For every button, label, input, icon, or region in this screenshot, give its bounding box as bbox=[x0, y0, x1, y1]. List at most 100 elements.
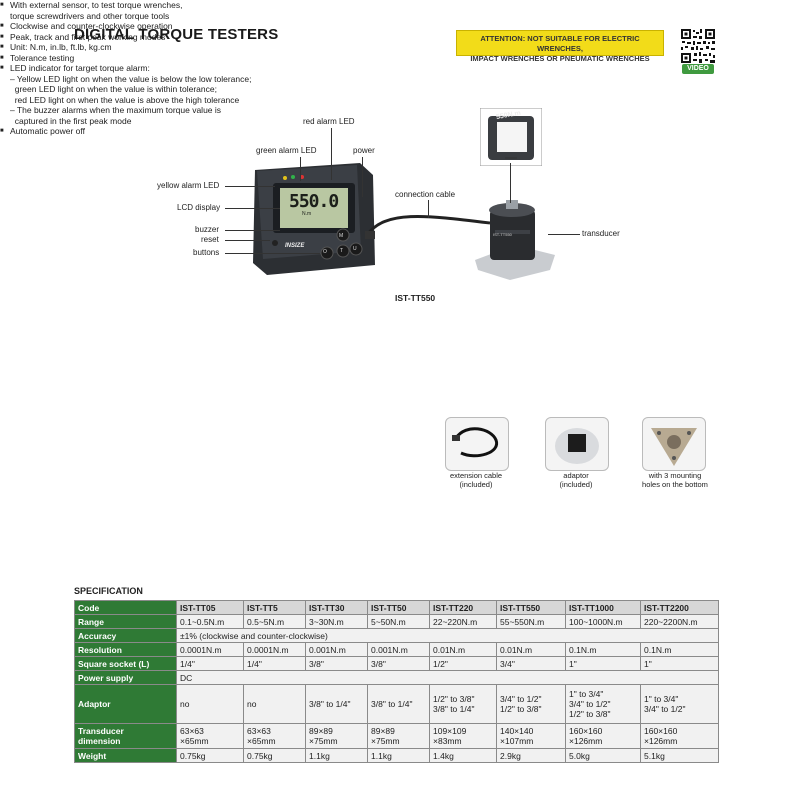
spec-cell: IST-TT220 bbox=[429, 600, 497, 615]
feature-item: With external sensor, to test torque wre… bbox=[0, 0, 320, 11]
button-label-t[interactable]: T bbox=[340, 248, 344, 254]
accessory-extension-cable-image bbox=[445, 417, 509, 471]
accessory-label-1-line1: extension cable bbox=[449, 471, 503, 480]
spec-cell-line: 140×140 bbox=[500, 726, 534, 736]
spec-cell: ±1% (clockwise and counter-clockwise) bbox=[176, 628, 719, 643]
spec-cell: 0.01N.m bbox=[496, 642, 566, 657]
accessory-label-1: extension cable (included) bbox=[440, 471, 512, 489]
spec-cell-line: ×75mm bbox=[309, 736, 338, 746]
spec-cell: 3/4" to 1/2"1/2" to 3/8" bbox=[496, 684, 566, 724]
spec-cell-line: ×83mm bbox=[433, 736, 462, 746]
spec-cell: 3/4" bbox=[496, 656, 566, 671]
spec-cell-line: ×107mm bbox=[500, 736, 534, 746]
spec-cell: 100~1000N.m bbox=[565, 614, 641, 629]
spec-cell: 0.001N.m bbox=[367, 642, 430, 657]
spec-cell: 63×63×65mm bbox=[243, 723, 306, 749]
spec-cell: 1/2" bbox=[429, 656, 497, 671]
spec-row-label: Range bbox=[74, 614, 177, 629]
callout-red-alarm-led: red alarm LED bbox=[303, 117, 355, 126]
spec-cell: 1.4kg bbox=[429, 748, 497, 763]
spec-cell: 5~50N.m bbox=[367, 614, 430, 629]
spec-cell: 5.1kg bbox=[640, 748, 719, 763]
accessory-adaptor-image bbox=[545, 417, 609, 471]
feature-item: LED indicator for target torque alarm: bbox=[0, 63, 320, 74]
feature-item: Automatic power off bbox=[0, 126, 320, 137]
spec-cell: IST-TT550 bbox=[496, 600, 566, 615]
spec-cell: 1/4" bbox=[243, 656, 306, 671]
feature-list: With external sensor, to test torque wre… bbox=[0, 0, 320, 137]
spec-cell-line: 3/8" to 1/4" bbox=[433, 704, 475, 714]
spec-cell: 0.01N.m bbox=[429, 642, 497, 657]
button-label-u[interactable]: U bbox=[353, 246, 357, 252]
spec-cell: 2.9kg bbox=[496, 748, 566, 763]
button-label-m[interactable]: M bbox=[339, 233, 344, 239]
transducer-label: IST-TT550 bbox=[493, 232, 512, 237]
callout-green-alarm-led: green alarm LED bbox=[256, 146, 317, 155]
feature-item: Tolerance testing bbox=[0, 53, 320, 64]
spec-cell-line: no bbox=[180, 699, 190, 709]
spec-cell: 0.1N.m bbox=[640, 642, 719, 657]
feature-item: green LED light on when the value is wit… bbox=[10, 84, 217, 94]
spec-cell-line: 1/2" to 3/8" bbox=[500, 704, 542, 714]
product-illustration: 550.0 N.m INSIZE O M T U IST-TT550 550N.… bbox=[150, 100, 650, 300]
spec-row-label-line: Transducer bbox=[78, 726, 124, 736]
spec-cell-line: 3/4" to 1/2" bbox=[644, 704, 686, 714]
accessory-label-3-line1: with 3 mounting bbox=[648, 471, 702, 480]
spec-cell-line: 3/4" to 1/2" bbox=[500, 694, 542, 704]
spec-title: SPECIFICATION bbox=[74, 586, 143, 596]
spec-cell: 3~30N.m bbox=[305, 614, 368, 629]
spec-cell: 3/8" bbox=[367, 656, 430, 671]
accessory-label-1-line2: (included) bbox=[459, 480, 493, 489]
spec-cell: 220~2200N.m bbox=[640, 614, 719, 629]
spec-cell: 109×109×83mm bbox=[429, 723, 497, 749]
qr-code-icon[interactable] bbox=[680, 28, 716, 64]
spec-cell: IST-TT1000 bbox=[565, 600, 641, 615]
lcd-readout: 550.0 bbox=[289, 191, 339, 212]
spec-row-label-line: dimension bbox=[78, 736, 121, 746]
spec-cell: 5.0kg bbox=[565, 748, 641, 763]
attention-banner: ATTENTION: NOT SUITABLE FOR ELECTRIC WRE… bbox=[456, 30, 664, 63]
button-label-o[interactable]: O bbox=[323, 249, 327, 255]
cable-icon bbox=[452, 427, 499, 458]
transducer bbox=[475, 200, 555, 280]
spec-cell: 0.5~5N.m bbox=[243, 614, 306, 629]
spec-row-label: Square socket (L) bbox=[74, 656, 177, 671]
feature-item: – Yellow LED light on when the value is … bbox=[10, 73, 252, 84]
spec-cell-line: 89×89 bbox=[371, 726, 395, 736]
connection-cable bbox=[365, 215, 491, 239]
callout-connection-cable: connection cable bbox=[395, 190, 456, 199]
callout-transducer: transducer bbox=[582, 229, 620, 238]
brand-logo: INSIZE bbox=[285, 243, 305, 249]
spec-row-label: Adaptor bbox=[74, 684, 177, 724]
spec-cell: 89×89×75mm bbox=[367, 723, 430, 749]
accessory-label-2: adaptor (included) bbox=[540, 471, 612, 489]
spec-cell-line: 1" to 3/4" bbox=[569, 689, 604, 699]
attention-line-2: IMPACT WRENCHES OR PNEUMATIC WRENCHES bbox=[470, 54, 650, 63]
spec-cell: 1" bbox=[640, 656, 719, 671]
spec-cell: DC bbox=[176, 670, 719, 685]
spec-cell: 0.0001N.m bbox=[243, 642, 306, 657]
spec-cell-line: 3/4" to 1/2" bbox=[569, 699, 611, 709]
spec-row: Accuracy±1% (clockwise and counter-clock… bbox=[74, 628, 719, 643]
video-badge[interactable]: VIDEO bbox=[682, 64, 714, 74]
spec-cell-line: 3/8" to 1/4" bbox=[309, 699, 351, 709]
spec-cell: 1/2" to 3/8"3/8" to 1/4" bbox=[429, 684, 497, 724]
spec-row-label: Weight bbox=[74, 748, 177, 763]
spec-cell: IST-TT2200 bbox=[640, 600, 719, 615]
spec-cell: 160×160×126mm bbox=[565, 723, 641, 749]
spec-cell: 55~550N.m bbox=[496, 614, 566, 629]
spec-cell: no bbox=[176, 684, 244, 724]
spec-cell-line: 63×63 bbox=[247, 726, 271, 736]
spec-row-label: Accuracy bbox=[74, 628, 177, 643]
spec-cell-line: ×65mm bbox=[180, 736, 209, 746]
spec-cell-line: 1" to 3/4" bbox=[644, 694, 679, 704]
callout-yellow-alarm-led: yellow alarm LED bbox=[157, 181, 220, 190]
spec-cell: 0.1~0.5N.m bbox=[176, 614, 244, 629]
feature-item: red LED light on when the value is above… bbox=[10, 94, 240, 105]
lcd-unit: N.m bbox=[302, 211, 312, 217]
